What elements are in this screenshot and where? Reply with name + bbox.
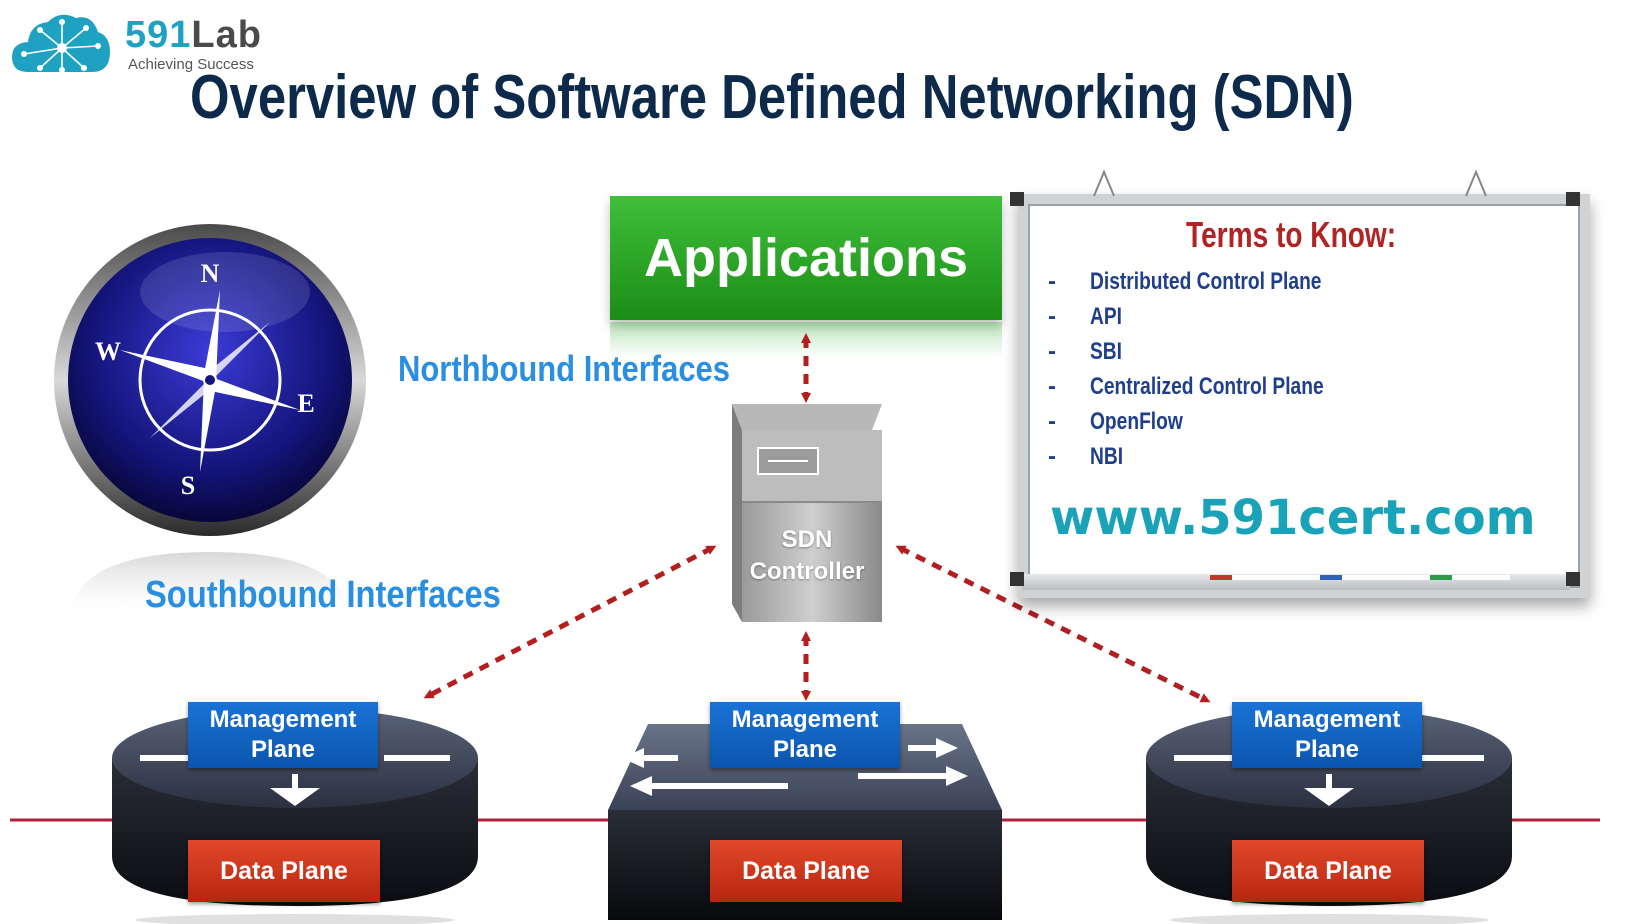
- compass-e-label: E: [297, 389, 314, 418]
- northbound-interfaces-label: Northbound Interfaces: [398, 348, 730, 389]
- compass-n-label: N: [201, 259, 220, 288]
- data-plane-middle: Data Plane: [710, 840, 902, 902]
- compass-w-label: W: [95, 337, 121, 366]
- logo-tagline: Achieving Success: [128, 56, 254, 73]
- term-item: -SBI: [1048, 338, 1123, 365]
- term-item: -Distributed Control Plane: [1048, 268, 1322, 295]
- terms-list: -Distributed Control Plane -API -SBI -Ce…: [1048, 268, 1382, 478]
- logo-name: 591Lab: [125, 14, 262, 56]
- data-plane-right: Data Plane: [1232, 840, 1424, 902]
- term-item: -NBI: [1048, 443, 1124, 470]
- terms-whiteboard: [1018, 194, 1590, 598]
- southbound-right-arrow: [895, 545, 1211, 703]
- term-item: -Centralized Control Plane: [1048, 373, 1324, 400]
- whiteboard-markers: [1010, 572, 1580, 586]
- data-plane-left: Data Plane: [188, 840, 380, 902]
- term-item: -API: [1048, 303, 1123, 330]
- cloud-logo-icon: [12, 14, 110, 73]
- website-url: www.591cert.com: [1050, 490, 1536, 546]
- terms-title: Terms to Know:: [1186, 214, 1397, 255]
- sdn-controller-server-icon: [732, 404, 882, 622]
- page-title: Overview of Software Defined Networking …: [190, 63, 1354, 132]
- sdn-controller-label: SDN Controller: [749, 526, 865, 585]
- logo: 591Lab Achieving Success: [10, 8, 310, 78]
- applications-box: Applications: [610, 196, 1002, 320]
- compass-icon: N W E S: [54, 224, 366, 622]
- compass-s-label: S: [181, 471, 195, 500]
- southbound-left-arrow: [423, 545, 717, 699]
- whiteboard-hangers: [1010, 169, 1580, 206]
- term-item: -OpenFlow: [1048, 408, 1183, 435]
